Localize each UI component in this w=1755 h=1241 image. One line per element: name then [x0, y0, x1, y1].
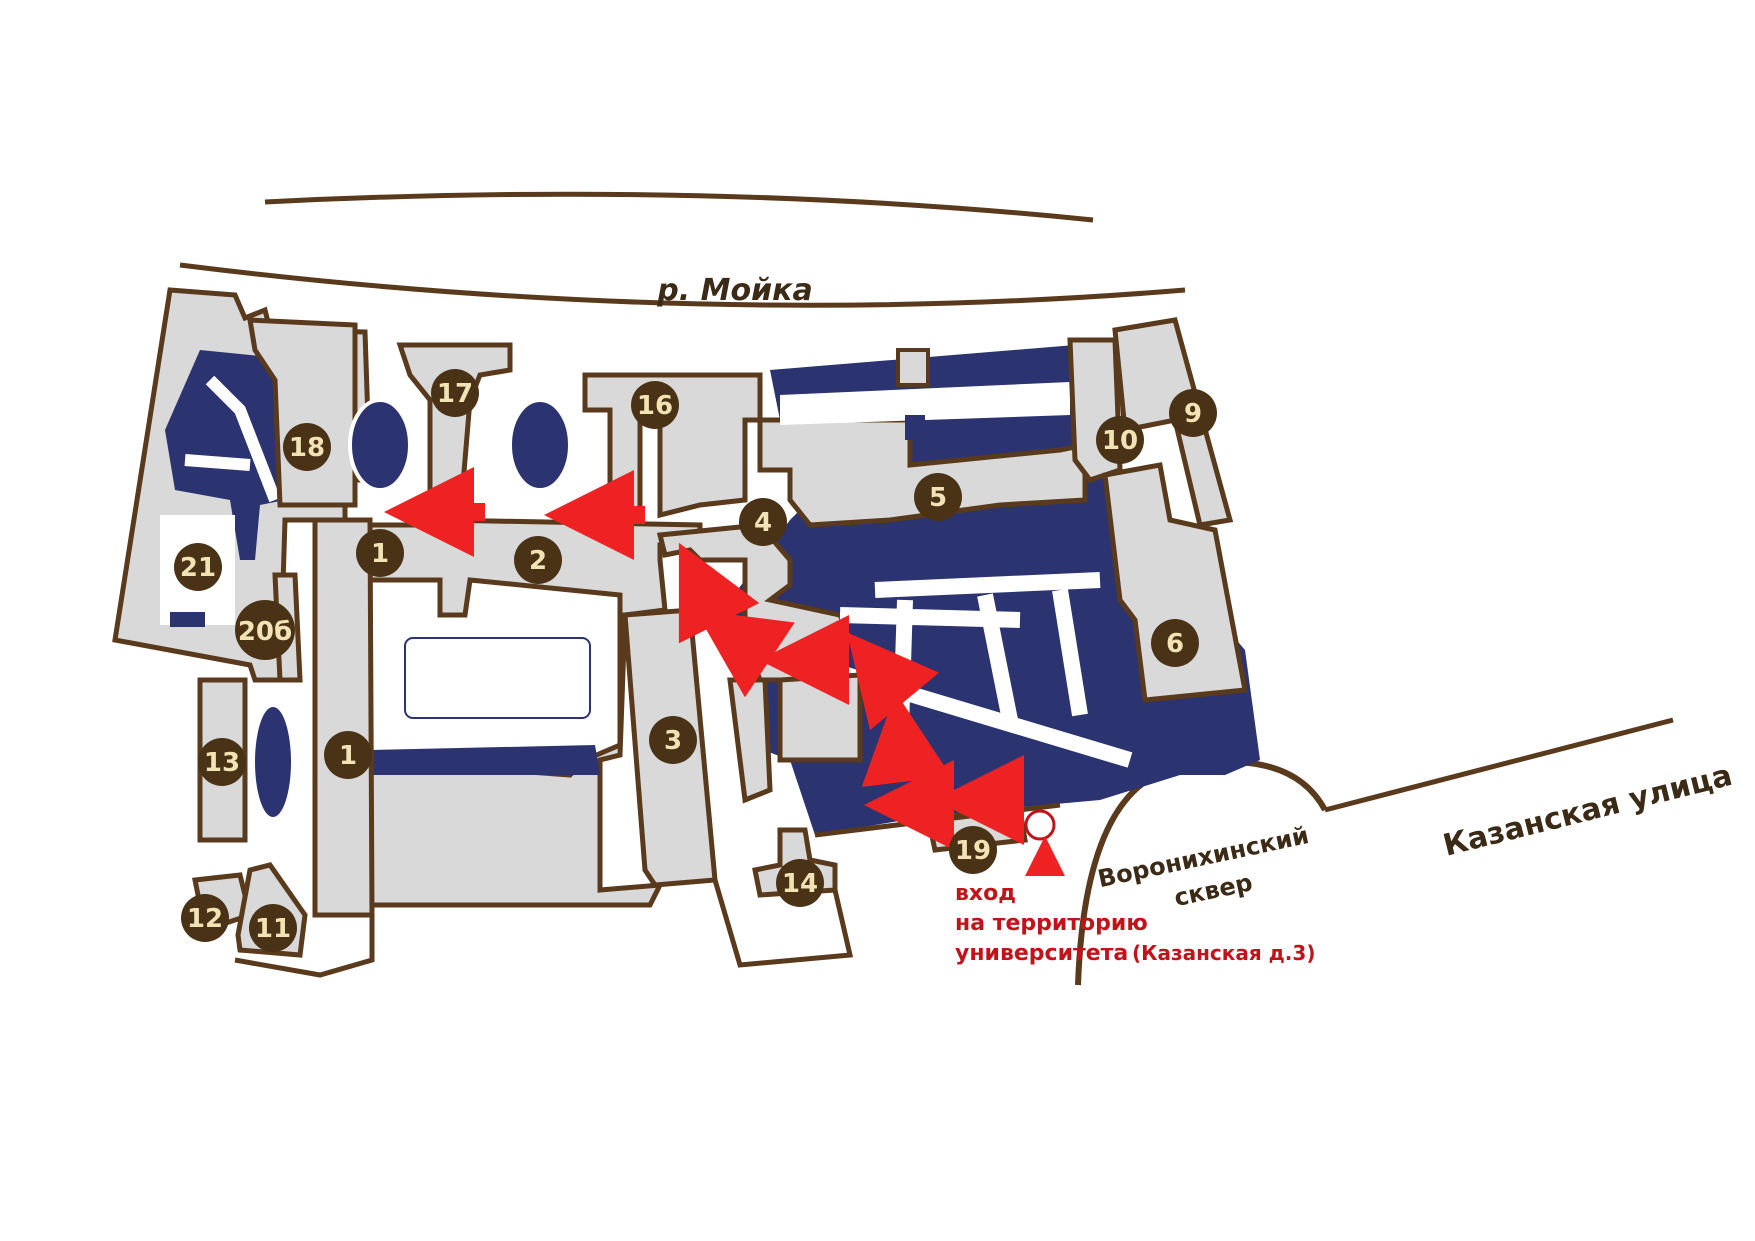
entrance-address: (Казанская д.3): [1132, 941, 1315, 965]
marker-b9-label: 9: [1184, 399, 1202, 429]
marker-b17-label: 14: [782, 869, 818, 899]
courtyard-west: [165, 350, 285, 560]
marker-b4-circle: [739, 498, 787, 546]
marker-b5-label: 5: [929, 483, 947, 513]
street-label: Казанская улица: [1440, 758, 1736, 864]
marker-b6-circle: [1151, 619, 1199, 667]
marker-b1a[interactable]: 1: [356, 529, 404, 577]
marker-b1b[interactable]: 1: [324, 731, 372, 779]
marker-b2-label: 2: [529, 546, 547, 576]
east-inner-frame: [727, 677, 773, 804]
marker-b11-label: 16: [637, 391, 673, 421]
lower-east-wall: [712, 879, 854, 968]
building-5-tower: [896, 348, 930, 387]
marker-b12[interactable]: 17: [431, 369, 479, 417]
east-inner-square: [777, 672, 863, 763]
marker-b1a-circle: [356, 529, 404, 577]
marker-b2[interactable]: 2: [514, 536, 562, 584]
marker-b3-label: 3: [664, 726, 682, 756]
lower-west-wall: [234, 912, 375, 978]
river-label: р. Мойка: [656, 273, 812, 308]
route-arrow-4: [846, 632, 940, 731]
marker-b18-label: 19: [955, 836, 991, 866]
marker-b1a-label: 1: [371, 539, 389, 569]
marker-b3[interactable]: 3: [649, 716, 697, 764]
route-arrow-7: [678, 542, 760, 644]
entrance-label-line1: вход: [955, 881, 1016, 906]
marker-b5[interactable]: 5: [914, 473, 962, 521]
marker-b12-circle: [431, 369, 479, 417]
marker-b5-circle: [914, 473, 962, 521]
marker-b13-circle: [283, 423, 331, 471]
central-yard-strip: [372, 745, 600, 775]
building-12-shape: [396, 342, 513, 523]
marker-b12-label: 17: [437, 379, 473, 409]
marker-b16-circle: [249, 904, 297, 952]
marker-b206[interactable]: 20б: [235, 600, 295, 660]
marker-b9-circle: [1169, 389, 1217, 437]
river-bank-north: [264, 191, 1094, 223]
courtyard-oval-2: [508, 398, 572, 492]
marker-b9[interactable]: 9: [1169, 389, 1217, 437]
route-arrows: [384, 467, 1024, 850]
marker-b10-label: 10: [1102, 426, 1138, 456]
marker-b14[interactable]: 13: [198, 738, 246, 786]
marker-b16[interactable]: 11: [249, 904, 297, 952]
marker-b21-label: 21: [180, 553, 216, 583]
marker-b206-label: 20б: [238, 617, 292, 647]
marker-b19-circle: [181, 894, 229, 942]
building-5-shape: [757, 417, 1088, 528]
marker-b18[interactable]: 19: [949, 826, 997, 874]
marker-b14-circle: [198, 738, 246, 786]
marker-b10[interactable]: 10: [1096, 416, 1144, 464]
marker-b1b-label: 1: [339, 741, 357, 771]
marker-b6-label: 6: [1166, 629, 1184, 659]
marker-b21-circle: [174, 543, 222, 591]
marker-b13-label: 18: [289, 433, 325, 463]
kazanskaya-street-line: [1324, 717, 1674, 813]
marker-b17-circle: [776, 859, 824, 907]
marker-b3-circle: [649, 716, 697, 764]
building-6-shape: [1102, 462, 1248, 703]
marker-b206-circle: [235, 600, 295, 660]
marker-b1b-circle: [324, 731, 372, 779]
building-5-wing: [780, 382, 1070, 425]
marker-b6[interactable]: 6: [1151, 619, 1199, 667]
marker-b4-label: 4: [754, 508, 772, 538]
courtyard-west-paths: [184, 375, 281, 503]
entrance-label-line2: на территорию: [955, 911, 1148, 936]
route-arrow-3: [861, 692, 952, 787]
marker-b11-circle: [631, 381, 679, 429]
building-5-inner-dark: [905, 415, 925, 440]
marker-b18-circle: [949, 826, 997, 874]
marker-b14-label: 13: [204, 748, 240, 778]
marker-b17[interactable]: 14: [776, 859, 824, 907]
marker-b16-label: 11: [255, 914, 291, 944]
entrance-label-line3: университета: [955, 941, 1128, 966]
marker-b10-circle: [1096, 416, 1144, 464]
courtyard-oval-1: [348, 398, 412, 492]
building-1-long: [312, 517, 375, 918]
marker-b21[interactable]: 21: [174, 543, 222, 591]
marker-b2-circle: [514, 536, 562, 584]
marker-b11[interactable]: 16: [631, 381, 679, 429]
entrance-gate-circle[interactable]: [1024, 809, 1056, 841]
central-yard-pool: [404, 637, 591, 719]
courtyard-oval-3: [255, 707, 291, 817]
marker-b19-label: 12: [187, 904, 223, 934]
building-13-shape: [247, 317, 358, 508]
marker-b4[interactable]: 4: [739, 498, 787, 546]
marker-b19[interactable]: 12: [181, 894, 229, 942]
river-bank-south: [179, 262, 1186, 308]
courtyard-west-small: [170, 612, 205, 627]
marker-b13[interactable]: 18: [283, 423, 331, 471]
